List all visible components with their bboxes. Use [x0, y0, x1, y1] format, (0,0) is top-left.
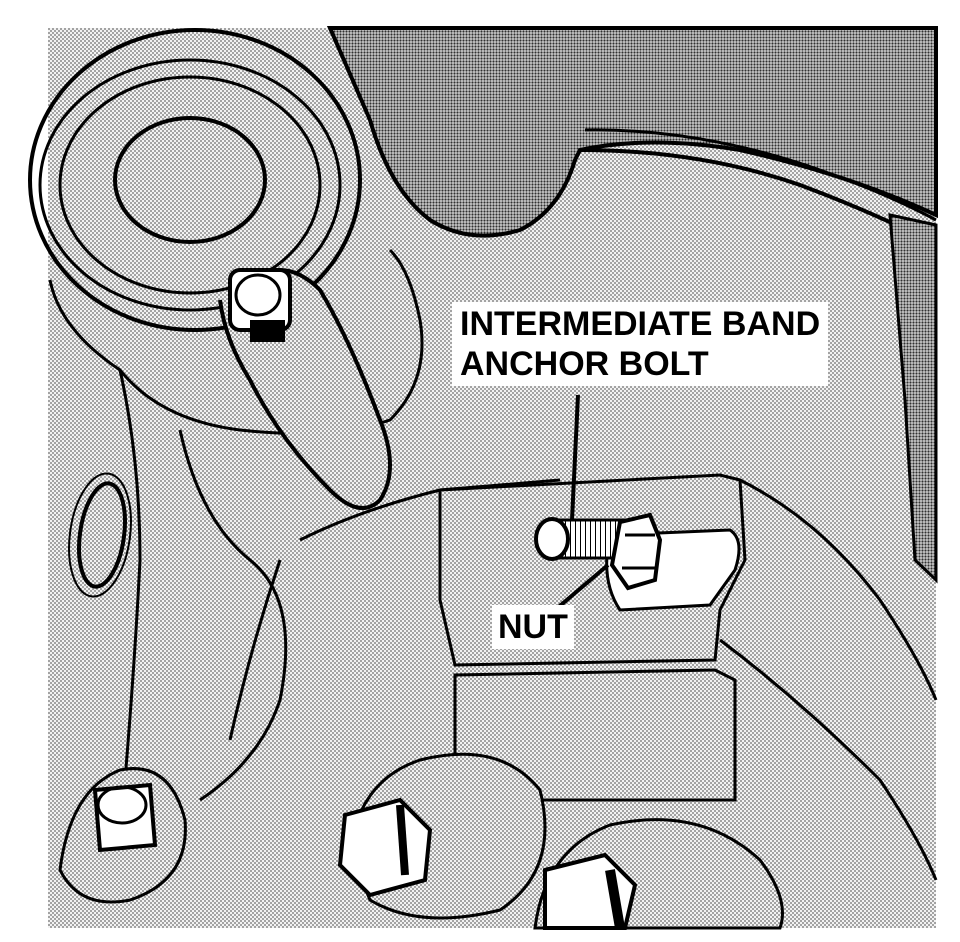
nut-label: NUT	[492, 605, 574, 649]
center-rib	[228, 478, 561, 741]
left-rib	[118, 369, 288, 802]
anchor-bolt-label-line2: ANCHOR BOLT	[460, 345, 709, 383]
circular-boss	[28, 28, 362, 332]
lower-left-bolt	[58, 767, 187, 904]
anchor-bolt	[534, 517, 627, 561]
anchor-bolt-label: INTERMEDIATE BAND ANCHOR BOLT	[452, 302, 829, 386]
anchor-bolt-leader	[570, 394, 580, 521]
anchor-nut	[609, 512, 663, 591]
casting-lines	[719, 478, 938, 881]
nut-leader	[553, 563, 610, 612]
lower-right-bolt	[533, 818, 784, 930]
housing-rim-inner	[584, 128, 937, 222]
right-edge-part	[888, 213, 938, 584]
upper-bolt	[228, 268, 292, 342]
lower-center-bolt	[337, 752, 547, 920]
anchor-bolt-label-line1: INTERMEDIATE BAND	[460, 305, 821, 343]
oval-hole	[77, 481, 127, 589]
